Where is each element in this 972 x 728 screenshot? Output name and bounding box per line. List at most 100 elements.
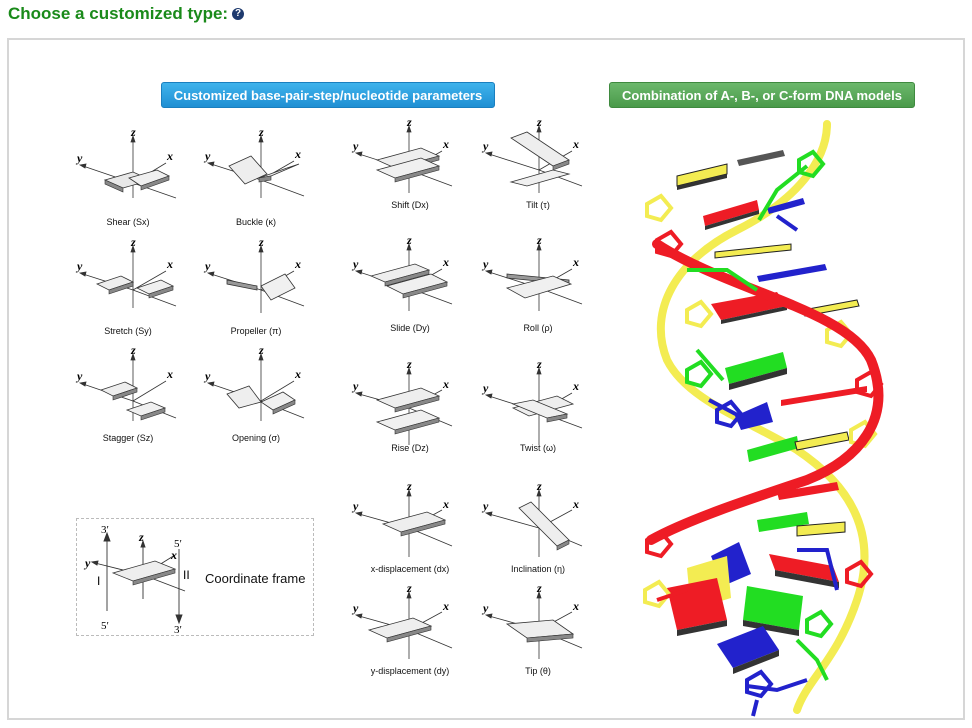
svg-text:y: y [481,139,489,153]
svg-text:x: x [442,137,449,151]
svg-text:y: y [75,151,83,165]
svg-text:x: x [294,147,301,161]
svg-text:z: z [258,346,264,357]
svg-text:z: z [406,482,412,493]
opening-diagram[interactable]: y z x [199,346,309,446]
propeller-diagram[interactable]: y z x [199,238,309,338]
axis-y-label: y [83,556,91,570]
dna-helix-model[interactable] [627,120,907,720]
twist-diagram[interactable]: y z x [477,360,587,460]
svg-text:x: x [294,257,301,271]
svg-text:y: y [203,149,211,163]
svg-text:x: x [572,497,579,511]
svg-text:z: z [406,584,412,595]
x-displacement-caption: x-displacement (dx) [370,564,450,574]
svg-text:y: y [481,381,489,395]
svg-text:z: z [536,584,542,595]
shear-diagram[interactable]: y z x [71,128,181,228]
svg-text:x: x [294,367,301,381]
stretch-diagram[interactable]: y z x [71,238,181,338]
three-prime-bottom: 3′ [174,624,182,635]
svg-text:y: y [351,601,359,615]
svg-text:x: x [166,149,173,163]
svg-text:z: z [536,236,542,247]
coordinate-frame-label: Coordinate frame [205,571,306,586]
svg-text:z: z [536,360,542,371]
dna-models-button[interactable]: Combination of A-, B-, or C-form DNA mod… [609,82,915,108]
axis-x-label: x [170,548,177,562]
svg-text:z: z [130,128,136,139]
strand-two-label: II [183,568,190,582]
tilt-diagram[interactable]: y z x [477,118,587,218]
coordinate-frame-diagram: 3′ 5′ 5′ 3′ I II y z x [83,524,190,635]
shift-diagram[interactable]: y z x [347,118,457,218]
shift-caption: Shift (Dx) [391,200,429,210]
tip-diagram[interactable]: y z x [477,584,587,684]
rise-diagram[interactable]: y z x [347,360,457,460]
svg-text:z: z [536,118,542,129]
svg-text:x: x [166,257,173,271]
question-circle-icon[interactable]: ? [232,8,245,20]
opening-caption: Opening (σ) [231,433,281,443]
svg-text:z: z [406,360,412,371]
strand-one-label: I [97,574,100,588]
svg-text:y: y [481,601,489,615]
x-displacement-diagram[interactable]: y z x [347,482,457,582]
svg-text:x: x [442,497,449,511]
axis-z-label: z [138,530,144,544]
svg-text:z: z [130,346,136,357]
five-prime-top: 5′ [174,538,182,550]
svg-text:y: y [481,499,489,513]
slide-caption: Slide (Dy) [390,323,430,333]
stretch-caption: Stretch (Sy) [104,326,152,336]
svg-text:y: y [203,369,211,383]
svg-text:z: z [406,236,412,247]
buckle-caption: Buckle (κ) [235,217,276,227]
rise-caption: Rise (Dz) [391,443,429,453]
stagger-caption: Stagger (Sz) [102,433,154,443]
red-strand [646,239,884,545]
svg-text:x: x [572,255,579,269]
customization-panel: Customized base-pair-step/nucleotide par… [7,38,965,720]
buckle-diagram[interactable]: y z x [199,128,309,228]
shear-caption: Shear (Sx) [106,217,150,227]
svg-text:y: y [481,257,489,271]
y-displacement-diagram[interactable]: y z x [347,584,457,684]
roll-diagram[interactable]: y z x [477,236,587,336]
page-title-text: Choose a customized type: [8,4,229,23]
svg-text:y: y [203,259,211,273]
svg-text:x: x [166,367,173,381]
svg-text:x: x [442,255,449,269]
stagger-diagram[interactable]: y z x [71,346,181,446]
svg-text:x: x [442,599,449,613]
five-prime-bottom: 5′ [101,620,109,632]
inclination-diagram[interactable]: y z x [477,482,587,582]
svg-text:x: x [442,377,449,391]
page-title: Choose a customized type: ? [8,4,245,24]
svg-text:z: z [130,238,136,249]
svg-text:z: z [406,118,412,129]
svg-text:y: y [351,257,359,271]
parameters-button[interactable]: Customized base-pair-step/nucleotide par… [161,82,495,108]
propeller-caption: Propeller (π) [230,326,282,336]
svg-text:y: y [75,259,83,273]
inclination-caption: Inclination (η) [510,564,566,574]
svg-text:y: y [351,499,359,513]
svg-text:z: z [536,482,542,493]
coordinate-frame-box[interactable]: 3′ 5′ 5′ 3′ I II y z x Coordinate frame [76,518,314,636]
svg-text:x: x [572,599,579,613]
svg-text:x: x [572,379,579,393]
slide-diagram[interactable]: y z x [347,236,457,336]
tilt-caption: Tilt (τ) [526,200,550,210]
svg-text:y: y [75,369,83,383]
svg-text:z: z [258,238,264,249]
twist-caption: Twist (ω) [519,443,557,453]
roll-caption: Roll (ρ) [523,323,553,333]
svg-text:x: x [572,137,579,151]
tip-caption: Tip (θ) [525,666,551,676]
y-displacement-caption: y-displacement (dy) [370,666,450,676]
svg-text:y: y [351,379,359,393]
svg-text:z: z [258,128,264,139]
three-prime-top: 3′ [101,524,109,536]
svg-text:y: y [351,139,359,153]
